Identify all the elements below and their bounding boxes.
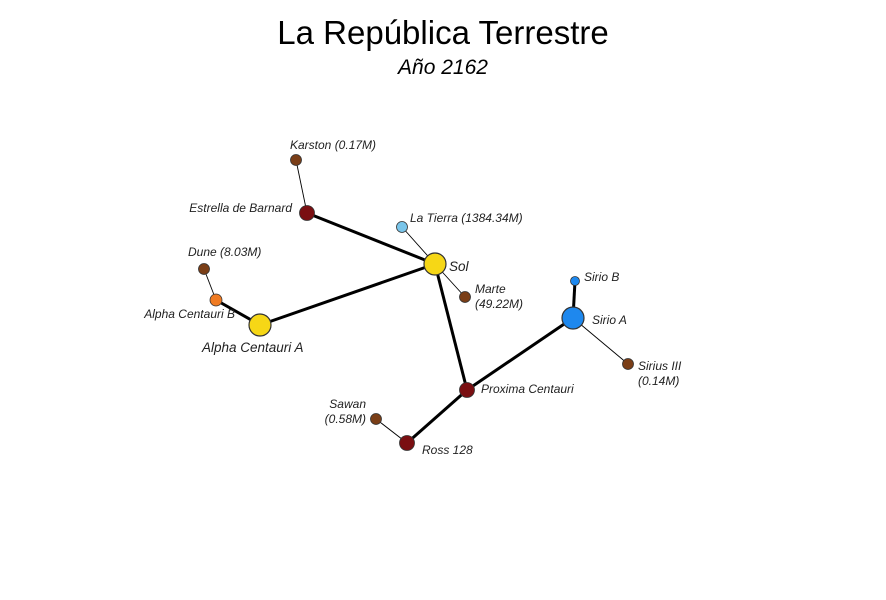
- nodes-layer: [198, 154, 634, 451]
- label-karston: Karston (0.17M): [290, 138, 376, 152]
- node-karston: [290, 154, 302, 166]
- diagram-subtitle: Año 2162: [398, 56, 488, 79]
- label-alphaA: Alpha Centauri A: [201, 340, 304, 355]
- node-tierra: [396, 221, 408, 233]
- label-dune: Dune (8.03M): [188, 245, 261, 259]
- node-ross: [399, 435, 415, 451]
- node-barnard: [299, 205, 315, 221]
- edge-proxima-ross: [406, 388, 468, 445]
- node-sawan: [370, 413, 382, 425]
- node-marte: [459, 291, 471, 303]
- node-sol: [423, 252, 447, 276]
- edge-sol-proxima: [433, 263, 469, 391]
- label-sol: Sol: [449, 259, 470, 274]
- diagram-title: La República Terrestre: [277, 14, 609, 51]
- label-sirius3: Sirius III(0.14M): [638, 359, 682, 388]
- node-alphaA: [248, 313, 272, 337]
- label-ross: Ross 128: [422, 443, 473, 457]
- edge-sol-alphaA: [259, 262, 436, 327]
- label-sirioA: Sirio A: [592, 313, 627, 327]
- node-sirius3: [622, 358, 634, 370]
- node-sirioA: [561, 306, 585, 330]
- node-dune: [198, 263, 210, 275]
- label-barnard: Estrella de Barnard: [189, 201, 292, 215]
- labels-layer: Sol La Tierra (1384.34M) Marte(49.22M) Estr…: [143, 138, 682, 457]
- label-marte: Marte(49.22M): [475, 282, 523, 311]
- node-sirioB: [570, 276, 580, 286]
- label-proxima: Proxima Centauri: [481, 382, 574, 396]
- node-alphaB: [209, 293, 223, 307]
- node-proxima: [459, 382, 475, 398]
- edge-sol-barnard: [306, 211, 436, 266]
- label-tierra: La Tierra (1384.34M): [410, 211, 523, 225]
- edge-sirioA-sirius3: [572, 317, 629, 365]
- edges-layer: [203, 159, 629, 445]
- label-alphaB: Alpha Centauri B: [143, 307, 235, 321]
- label-sirioB: Sirio B: [584, 270, 619, 284]
- edge-proxima-sirioA: [466, 316, 574, 392]
- edge-barnard-karston: [295, 159, 308, 214]
- label-sawan: Sawan(0.58M): [325, 397, 367, 426]
